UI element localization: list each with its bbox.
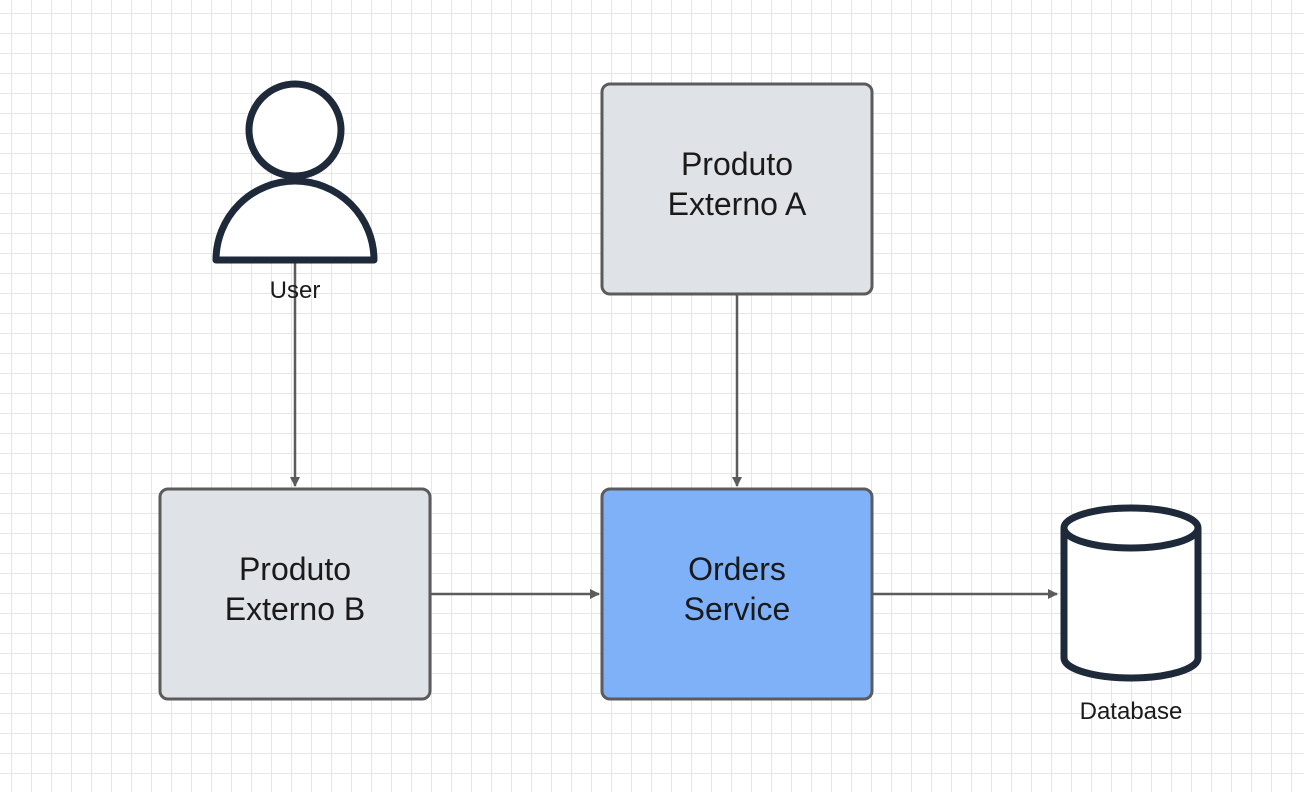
user-actor[interactable]: User bbox=[212, 80, 378, 304]
produto-a-label-line1: Produto bbox=[681, 146, 793, 182]
produto-a-label-line2: Externo A bbox=[668, 186, 807, 222]
produto-externo-a-box[interactable]: Produto Externo A bbox=[600, 82, 874, 296]
database-node[interactable]: Database bbox=[1060, 504, 1202, 725]
user-label: User bbox=[270, 277, 321, 304]
database-icon bbox=[1060, 504, 1202, 682]
produto-externo-b-box[interactable]: Produto Externo B bbox=[158, 487, 432, 701]
database-label: Database bbox=[1080, 698, 1183, 725]
edges bbox=[290, 262, 1058, 599]
orders-service-label-line2: Service bbox=[684, 591, 791, 627]
user-icon bbox=[212, 80, 378, 264]
produto-b-label-line1: Produto bbox=[239, 551, 351, 587]
produto-b-label-line2: Externo B bbox=[225, 591, 366, 627]
orders-service-label-line1: Orders bbox=[688, 551, 786, 587]
orders-service-box[interactable]: Orders Service bbox=[600, 487, 874, 701]
